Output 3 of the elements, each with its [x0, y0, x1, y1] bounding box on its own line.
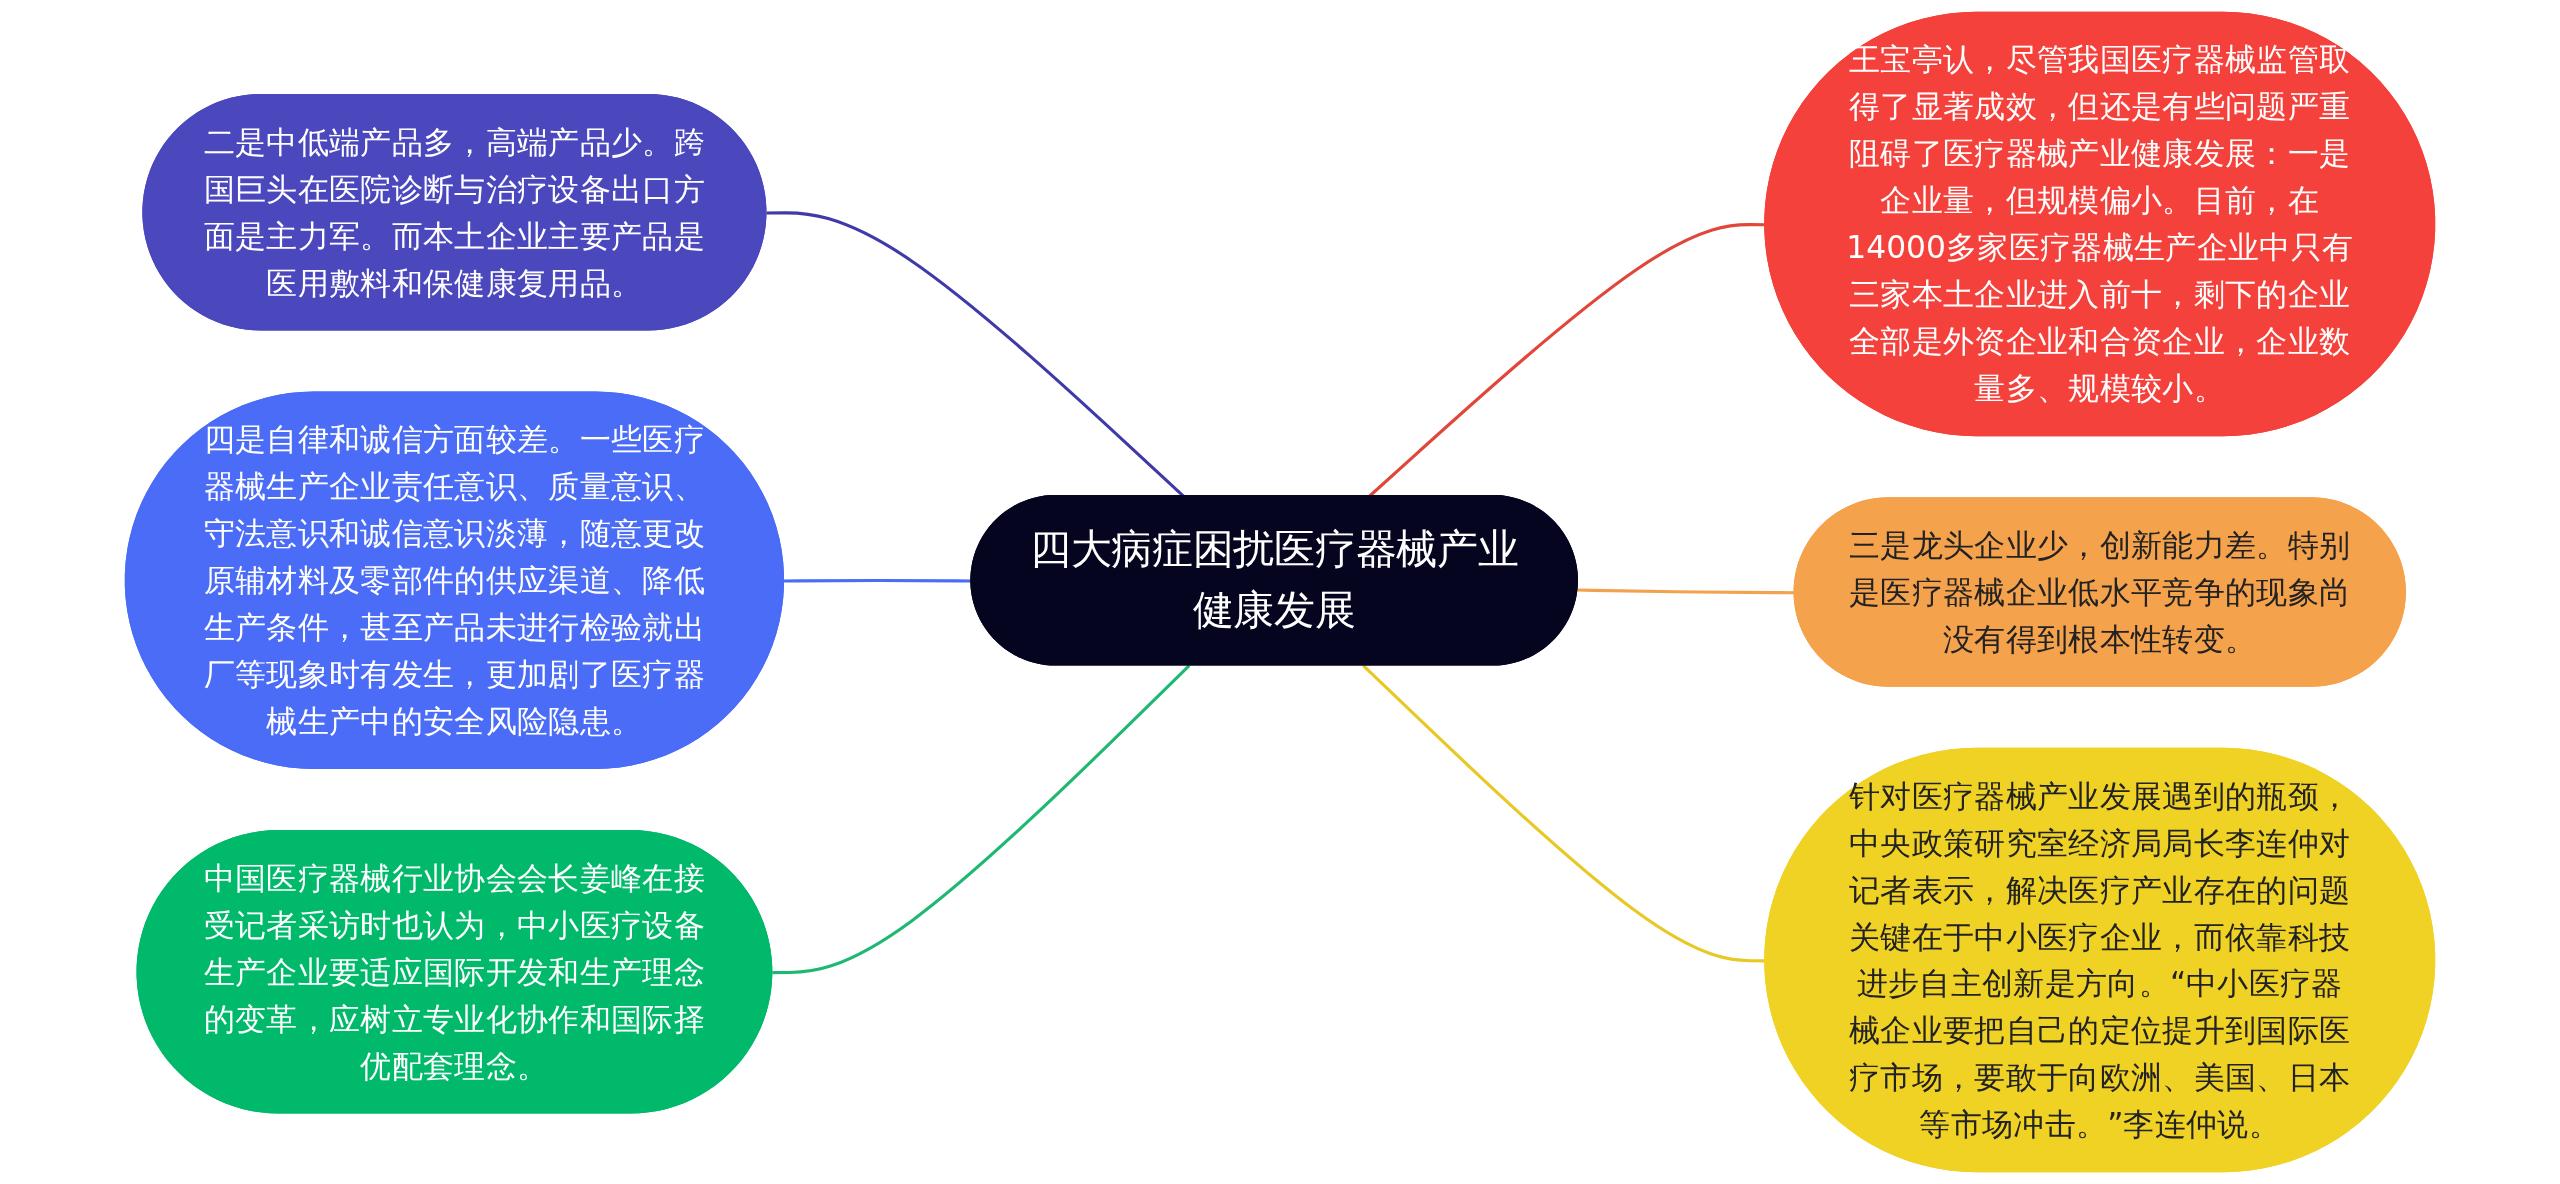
connector [772, 664, 1191, 975]
connector [783, 578, 972, 583]
connector [1362, 664, 1766, 963]
